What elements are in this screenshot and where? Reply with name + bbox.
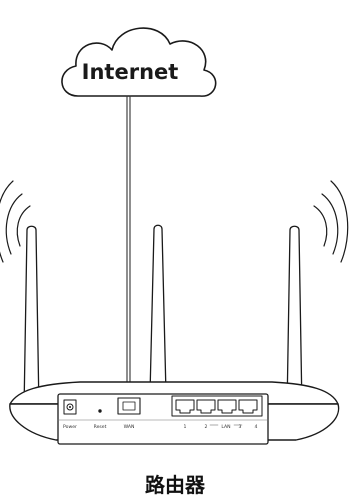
reset-label: Reset xyxy=(94,424,107,430)
wifi-signal-right xyxy=(314,181,348,262)
wifi-arc-right-3 xyxy=(331,181,348,262)
antenna-left xyxy=(24,226,39,410)
lan-number-2: 2 xyxy=(205,424,208,430)
wifi-signal-left xyxy=(0,181,30,262)
antenna-center xyxy=(150,225,166,394)
router-caption: 路由器 xyxy=(145,473,206,497)
wan-socket-inner xyxy=(123,402,135,410)
wan-cable xyxy=(125,96,133,399)
wifi-arc-right-1 xyxy=(314,206,327,246)
antenna-right xyxy=(287,226,302,410)
power-jack-pin xyxy=(69,406,71,408)
wan-label: WAN xyxy=(124,424,135,430)
lan-label: LAN xyxy=(221,424,230,430)
reset-hole xyxy=(98,409,101,412)
lan-number-3: 3 xyxy=(239,424,242,430)
lan-number-1: 1 xyxy=(184,424,187,430)
power-label: Power xyxy=(63,424,77,430)
lan-number-4: 4 xyxy=(255,424,258,430)
internet-cloud: Internet xyxy=(62,28,216,96)
internet-label: Internet xyxy=(82,60,179,84)
